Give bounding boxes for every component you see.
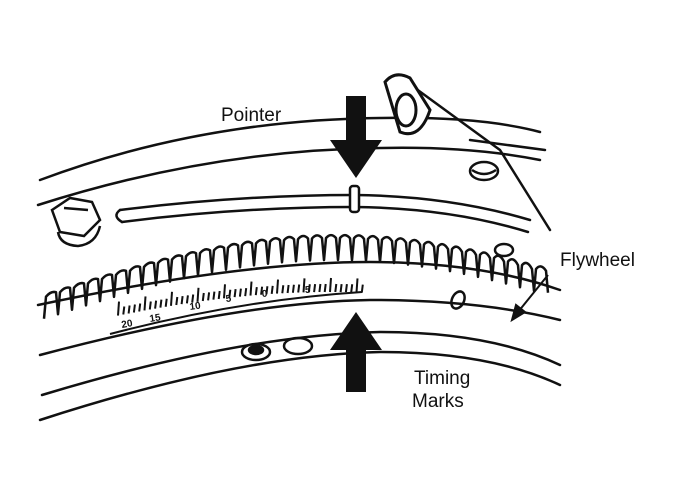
scale-numbers: 20 15 10 5 0 5 [121,285,311,331]
ring-gear-teeth [42,233,550,319]
scale-tick [180,296,184,305]
gear-tooth-row [42,233,550,319]
scale-tick [132,304,136,313]
scale-number: 5 [225,293,232,305]
scale-tick [175,296,179,306]
bolt-head [50,196,102,248]
scale-tick [297,284,301,293]
scale-tick [228,289,232,298]
scale-tick [302,278,306,293]
timing-marks-label-line1: Timing [414,368,470,389]
pointer-notch [348,184,361,214]
scale-tick [217,290,221,300]
scale-tick [238,288,242,297]
scale-tick [323,283,327,293]
scale-tick [143,296,147,311]
scale-number: 5 [305,285,311,296]
scale-tick [170,291,173,306]
scale-tick [244,287,248,297]
pointer-label: Pointer [221,105,282,126]
scale-tick [138,303,142,312]
scale-tick [339,283,343,293]
scale-tick [265,286,269,295]
timing-scale [109,277,364,335]
scale-tick [260,286,264,295]
scale-tick [154,300,158,309]
scale-tick [307,284,311,293]
scale-tick [249,281,253,296]
scale-tick [212,291,216,300]
plate-hole [468,160,500,182]
scale-number: 15 [149,312,162,325]
scale-baseline [109,291,363,335]
scale-tick [360,284,364,293]
flywheel-arrow [510,274,549,323]
scale-tick [329,277,332,293]
scale-tick [185,295,189,304]
scale-tick [201,292,205,302]
scale-tick [196,287,200,302]
pointer-arrow [330,96,382,178]
scale-tick [207,292,211,301]
scale-tick [117,301,120,316]
scale-number: 10 [189,300,202,313]
scale-tick [127,305,131,314]
scale-number: 20 [121,318,134,331]
scale-tick [270,285,274,295]
scale-tick [344,284,348,293]
scale-tick [313,284,317,293]
flywheel-holes [240,242,515,362]
scale-tick [122,306,126,315]
scale-tick [355,278,359,293]
scale-tick [148,301,152,310]
scale-tick [350,284,354,293]
scale-tick [286,284,290,294]
scale-tick [164,298,168,307]
scale-tick [159,299,163,308]
engine-housing [36,86,552,234]
scale-tick [276,279,279,294]
scale-tick [223,284,226,299]
timing-marks-label-line2: Marks [412,391,464,412]
scale-tick [281,285,285,294]
scale-number: 0 [261,289,268,300]
scale-tick [191,294,195,303]
mounting-boss [383,73,432,136]
scale-tick [318,283,322,293]
scale-tick [233,289,237,298]
scale-tick [291,284,295,293]
timing-marks-arrow [330,312,382,392]
scale-tick [334,283,338,293]
flywheel-label: Flywheel [560,250,635,271]
scale-tick [254,286,258,296]
